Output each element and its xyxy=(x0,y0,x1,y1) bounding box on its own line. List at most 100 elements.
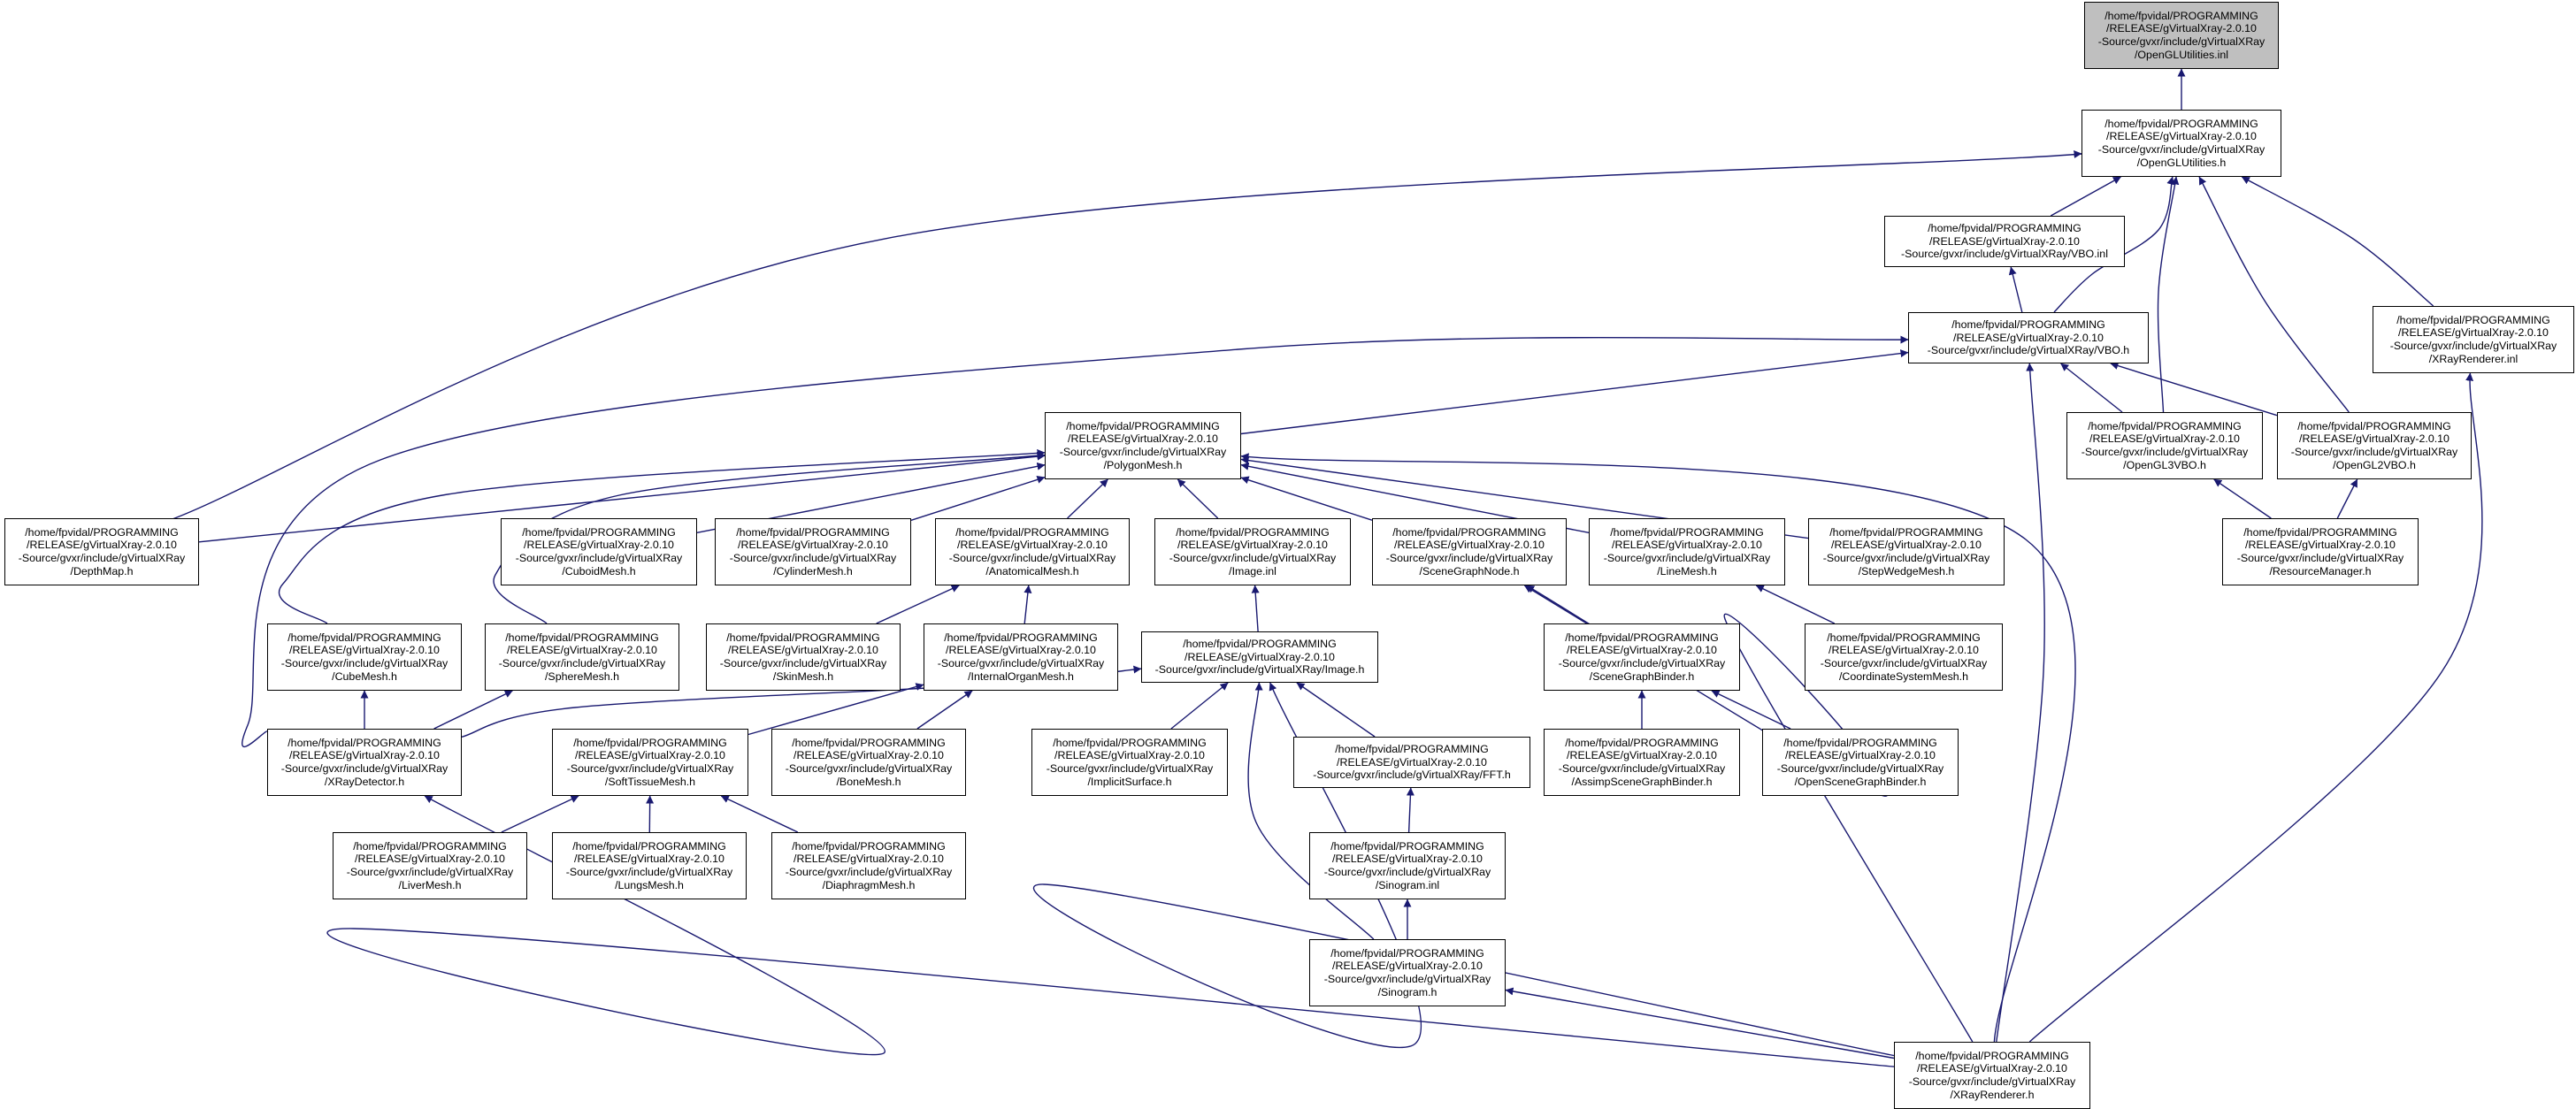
node-opengl2vbo-h[interactable]: /home/fpvidal/PROGRAMMING/RELEASE/gVirtu… xyxy=(2277,412,2472,479)
node-label-line: /RELEASE/gVirtualXray-2.0.10 xyxy=(2089,432,2240,446)
node-label-line: /home/fpvidal/PROGRAMMING xyxy=(2104,10,2258,23)
node-cuboidmesh-h[interactable]: /home/fpvidal/PROGRAMMING/RELEASE/gVirtu… xyxy=(501,518,697,585)
node-label-line: /RELEASE/gVirtualXray-2.0.10 xyxy=(1831,539,1982,552)
node-image-inl[interactable]: /home/fpvidal/PROGRAMMING/RELEASE/gVirtu… xyxy=(1154,518,1351,585)
node-label-line: -Source/gvxr/include/gVirtualXRay xyxy=(2237,552,2404,565)
node-scenegraphnode-h[interactable]: /home/fpvidal/PROGRAMMING/RELEASE/gVirtu… xyxy=(1372,518,1567,585)
node-label-line: /SceneGraphNode.h xyxy=(1420,565,1520,578)
node-label-line: /RELEASE/gVirtualXray-2.0.10 xyxy=(794,853,944,866)
node-label-line: -Source/gvxr/include/gVirtualXRay xyxy=(516,552,682,565)
edge-image-inl-to-polygonmesh-h xyxy=(1177,479,1217,518)
node-label-line: -Source/gvxr/include/gVirtualXRay xyxy=(2390,340,2557,353)
node-label-line: /RELEASE/gVirtualXray-2.0.10 xyxy=(1929,235,2080,249)
node-label-line: /SphereMesh.h xyxy=(545,670,619,684)
node-label-line: -Source/gvxr/include/gVirtualXRay xyxy=(949,552,1116,565)
node-label-line: /DiaphragmMesh.h xyxy=(823,879,916,892)
node-cubemesh-h[interactable]: /home/fpvidal/PROGRAMMING/RELEASE/gVirtu… xyxy=(267,623,462,691)
node-sinogram-inl[interactable]: /home/fpvidal/PROGRAMMING/RELEASE/gVirtu… xyxy=(1309,832,1506,899)
node-label-line: -Source/gvxr/include/gVirtualXRay xyxy=(1386,552,1552,565)
node-fft-h[interactable]: /home/fpvidal/PROGRAMMING/RELEASE/gVirtu… xyxy=(1293,737,1530,788)
node-label-line: /CylinderMesh.h xyxy=(773,565,853,578)
node-implicitsurface-h[interactable]: /home/fpvidal/PROGRAMMING/RELEASE/gVirtu… xyxy=(1031,729,1228,796)
node-bonemesh-h[interactable]: /home/fpvidal/PROGRAMMING/RELEASE/gVirtu… xyxy=(771,729,966,796)
node-label-line: -Source/gvxr/include/gVirtualXRay xyxy=(1821,657,1987,670)
node-label-line: /RELEASE/gVirtualXray-2.0.10 xyxy=(2106,22,2257,35)
edge-vbo-inl-to-openglutilities-h xyxy=(2051,177,2120,216)
node-label-line: /RELEASE/gVirtualXray-2.0.10 xyxy=(1177,539,1328,552)
node-xraydetector-h[interactable]: /home/fpvidal/PROGRAMMING/RELEASE/gVirtu… xyxy=(267,729,462,796)
node-label-line: /home/fpvidal/PROGRAMMING xyxy=(736,526,890,539)
node-label-line: /XRayDetector.h xyxy=(325,776,404,789)
node-label-line: /Sinogram.inl xyxy=(1376,879,1439,892)
node-label-line: /home/fpvidal/PROGRAMMING xyxy=(1330,840,1484,853)
node-depthmap-h[interactable]: /home/fpvidal/PROGRAMMING/RELEASE/gVirtu… xyxy=(4,518,199,585)
node-label-line: /home/fpvidal/PROGRAMMING xyxy=(955,526,1109,539)
node-label-line: /XRayRenderer.h xyxy=(1950,1089,2034,1102)
node-label-line: -Source/gvxr/include/gVirtualXRay xyxy=(567,762,733,776)
node-label-line: /SkinMesh.h xyxy=(773,670,833,684)
node-label-line: /LineMesh.h xyxy=(1657,565,1717,578)
node-label-line: -Source/gvxr/include/gVirtualXRay xyxy=(2098,143,2265,157)
node-lungsmesh-h[interactable]: /home/fpvidal/PROGRAMMING/RELEASE/gVirtu… xyxy=(552,832,747,899)
node-resourcemanager-h[interactable]: /home/fpvidal/PROGRAMMING/RELEASE/gVirtu… xyxy=(2222,518,2419,585)
node-label-line: /OpenGL2VBO.h xyxy=(2333,459,2416,472)
node-opengl3vbo-h[interactable]: /home/fpvidal/PROGRAMMING/RELEASE/gVirtu… xyxy=(2066,412,2263,479)
node-openglutilities-inl[interactable]: /home/fpvidal/PROGRAMMING/RELEASE/gVirtu… xyxy=(2084,2,2279,69)
node-image-h[interactable]: /home/fpvidal/PROGRAMMING/RELEASE/gVirtu… xyxy=(1141,631,1378,683)
node-label-line: -Source/gvxr/include/gVirtualXRay xyxy=(786,866,952,879)
edge-livermesh-h-to-softtissuemesh-h xyxy=(502,796,579,832)
node-label-line: -Source/gvxr/include/gVirtualXRay xyxy=(1604,552,1770,565)
node-coordinatesystemmesh-h[interactable]: /home/fpvidal/PROGRAMMING/RELEASE/gVirtu… xyxy=(1805,623,2003,691)
node-linemesh-h[interactable]: /home/fpvidal/PROGRAMMING/RELEASE/gVirtu… xyxy=(1589,518,1785,585)
node-assimpscenegraphbinder-h[interactable]: /home/fpvidal/PROGRAMMING/RELEASE/gVirtu… xyxy=(1544,729,1740,796)
node-label-line: /home/fpvidal/PROGRAMMING xyxy=(944,631,1098,645)
node-stepwedgemesh-h[interactable]: /home/fpvidal/PROGRAMMING/RELEASE/gVirtu… xyxy=(1808,518,2005,585)
node-label-line: /PolygonMesh.h xyxy=(1104,459,1183,472)
node-vbo-inl[interactable]: /home/fpvidal/PROGRAMMING/RELEASE/gVirtu… xyxy=(1884,216,2125,267)
node-label-line: /home/fpvidal/PROGRAMMING xyxy=(1392,526,1546,539)
node-label-line: -Source/gvxr/include/gVirtualXRay xyxy=(499,657,665,670)
node-anatomicalmesh-h[interactable]: /home/fpvidal/PROGRAMMING/RELEASE/gVirtu… xyxy=(935,518,1130,585)
node-label-line: /home/fpvidal/PROGRAMMING xyxy=(2297,420,2451,433)
node-label-line: /RELEASE/gVirtualXray-2.0.10 xyxy=(2106,130,2257,143)
node-livermesh-h[interactable]: /home/fpvidal/PROGRAMMING/RELEASE/gVirtu… xyxy=(333,832,527,899)
node-xrayrenderer-inl[interactable]: /home/fpvidal/PROGRAMMING/RELEASE/gVirtu… xyxy=(2373,306,2574,373)
node-label-line: /home/fpvidal/PROGRAMMING xyxy=(1610,526,1764,539)
node-vbo-h[interactable]: /home/fpvidal/PROGRAMMING/RELEASE/gVirtu… xyxy=(1908,312,2149,363)
node-label-line: -Source/gvxr/include/gVirtualXRay xyxy=(938,657,1104,670)
node-softtissuemesh-h[interactable]: /home/fpvidal/PROGRAMMING/RELEASE/gVirtu… xyxy=(552,729,748,796)
node-label-line: /RELEASE/gVirtualXray-2.0.10 xyxy=(1917,1062,2067,1075)
node-skinmesh-h[interactable]: /home/fpvidal/PROGRAMMING/RELEASE/gVirtu… xyxy=(706,623,901,691)
edge-diaphragmmesh-h-to-softtissuemesh-h xyxy=(721,796,798,832)
node-label-line: /RELEASE/gVirtualXray-2.0.10 xyxy=(507,644,657,657)
node-label-line: /home/fpvidal/PROGRAMMING xyxy=(1066,420,1220,433)
node-label-line: /RELEASE/gVirtualXray-2.0.10 xyxy=(1828,644,1979,657)
node-label-line: /Image.inl xyxy=(1229,565,1276,578)
node-polygonmesh-h[interactable]: /home/fpvidal/PROGRAMMING/RELEASE/gVirtu… xyxy=(1045,412,1241,479)
node-scenegraphbinder-h[interactable]: /home/fpvidal/PROGRAMMING/RELEASE/gVirtu… xyxy=(1544,623,1740,691)
edge-cylindermesh-h-to-polygonmesh-h xyxy=(911,478,1045,521)
edge-resourcemanager-h-to-opengl2vbo-h xyxy=(2337,479,2357,518)
node-cylindermesh-h[interactable]: /home/fpvidal/PROGRAMMING/RELEASE/gVirtu… xyxy=(715,518,911,585)
node-openscenegraphbinder-h[interactable]: /home/fpvidal/PROGRAMMING/RELEASE/gVirtu… xyxy=(1762,729,1959,796)
edge-image-h-to-image-inl xyxy=(1255,585,1259,631)
node-label-line: /RELEASE/gVirtualXray-2.0.10 xyxy=(728,644,878,657)
node-openglutilities-h[interactable]: /home/fpvidal/PROGRAMMING/RELEASE/gVirtu… xyxy=(2082,110,2281,177)
node-spheremesh-h[interactable]: /home/fpvidal/PROGRAMMING/RELEASE/gVirtu… xyxy=(485,623,679,691)
node-xrayrenderer-h[interactable]: /home/fpvidal/PROGRAMMING/RELEASE/gVirtu… xyxy=(1894,1042,2090,1109)
node-label-line: /home/fpvidal/PROGRAMMING xyxy=(1176,526,1330,539)
edge-anatomicalmesh-h-to-polygonmesh-h xyxy=(1068,479,1108,518)
node-label-line: /OpenSceneGraphBinder.h xyxy=(1795,776,1927,789)
node-label-line: /home/fpvidal/PROGRAMMING xyxy=(2104,118,2258,131)
node-label-line: /home/fpvidal/PROGRAMMING xyxy=(353,840,507,853)
node-label-line: -Source/gvxr/include/gVirtualXRay xyxy=(1169,552,1336,565)
node-label-line: -Source/gvxr/include/gVirtualXRay xyxy=(1324,866,1491,879)
node-label-line: /StepWedgeMesh.h xyxy=(1859,565,1955,578)
node-internalorganmesh-h[interactable]: /home/fpvidal/PROGRAMMING/RELEASE/gVirtu… xyxy=(924,623,1118,691)
node-diaphragmmesh-h[interactable]: /home/fpvidal/PROGRAMMING/RELEASE/gVirtu… xyxy=(771,832,966,899)
node-sinogram-h[interactable]: /home/fpvidal/PROGRAMMING/RELEASE/gVirtu… xyxy=(1309,939,1506,1006)
node-label-line: /AssimpSceneGraphBinder.h xyxy=(1571,776,1712,789)
edge-opengl3vbo-h-to-vbo-h xyxy=(2061,363,2122,412)
node-label-line: /OpenGLUtilities.inl xyxy=(2135,49,2228,62)
edge-vbo-h-to-vbo-inl xyxy=(2011,267,2022,312)
